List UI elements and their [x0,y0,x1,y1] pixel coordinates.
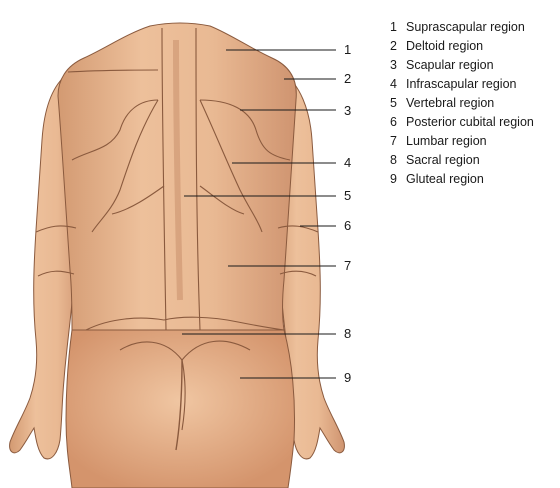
legend-item: 5 Vertebral region [390,94,534,113]
callout-number-1: 1 [344,42,352,57]
legend-label: Sacral region [406,153,480,167]
legend-label: Posterior cubital region [406,115,534,129]
legend-item: 1 Suprascapular region [390,18,534,37]
callout-number-9: 9 [344,370,352,385]
legend-number: 7 [390,134,397,148]
spine-groove [173,39,183,301]
legend-item: 9 Gluteal region [390,170,534,189]
leader-lines [182,49,336,379]
legend-label: Vertebral region [406,96,495,110]
legend-item: 6 Posterior cubital region [390,113,534,132]
legend-label: Scapular region [406,58,494,72]
callout-number-8: 8 [344,326,352,341]
legend-label: Infrascapular region [406,77,517,91]
legend-item: 2 Deltoid region [390,37,534,56]
legend-number: 5 [390,96,397,110]
legend-number: 9 [390,172,397,186]
callout-number-4: 4 [344,155,352,170]
torso [57,22,297,331]
legend-item: 3 Scapular region [390,56,534,75]
legend-label: Deltoid region [406,39,484,53]
legend-item: 7 Lumbar region [390,132,534,151]
legend-label: Lumbar region [406,134,487,148]
legend-number: 2 [390,39,397,53]
intergluteal-cleft [175,359,183,451]
legend-number: 1 [390,20,397,34]
legend-item: 4 Infrascapular region [390,75,534,94]
callout-number-6: 6 [344,218,352,233]
legend-number: 6 [390,115,397,129]
legend-item: 8 Sacral region [390,151,534,170]
callout-number-5: 5 [344,188,352,203]
legend-number: 3 [390,58,397,72]
callout-number-2: 2 [344,71,352,86]
region-boundaries [35,27,319,431]
callout-number-7: 7 [344,258,352,273]
legend-label: Suprascapular region [406,20,525,34]
legend-label: Gluteal region [406,172,484,186]
legend-number: 8 [390,153,397,167]
legend-number: 4 [390,77,397,91]
callout-number-3: 3 [344,103,352,118]
